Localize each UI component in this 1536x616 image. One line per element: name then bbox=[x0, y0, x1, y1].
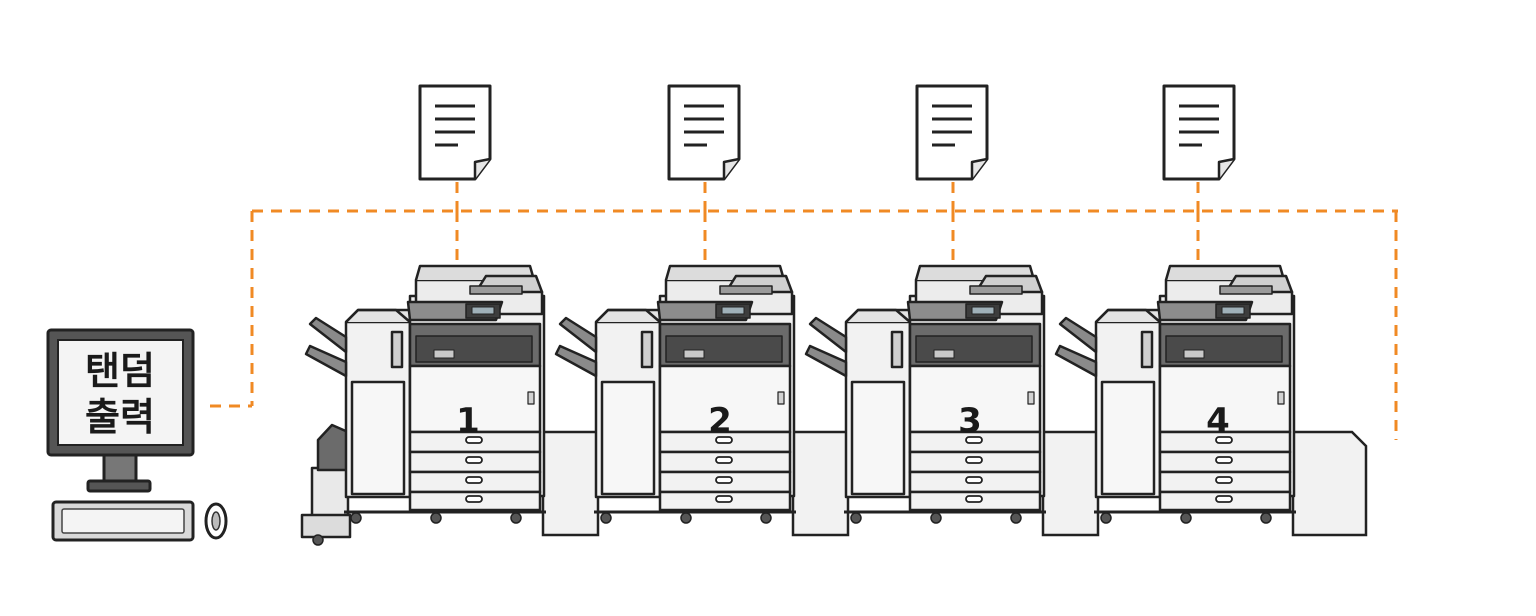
printer-number-3: 3 bbox=[958, 401, 982, 441]
monitor-foot bbox=[86, 479, 152, 493]
printer-number-1: 1 bbox=[456, 401, 480, 441]
printer-2: 2 bbox=[554, 264, 798, 525]
document-icon bbox=[667, 84, 741, 181]
printer-number-2: 2 bbox=[708, 401, 732, 441]
connector-lines bbox=[210, 182, 1398, 440]
monitor-screen bbox=[57, 339, 184, 446]
monitor-text-line2: 출력 bbox=[85, 395, 155, 439]
monitor-neck bbox=[102, 453, 138, 485]
document-icon bbox=[915, 84, 989, 181]
document-icon bbox=[1162, 84, 1236, 181]
keyboard-keys bbox=[61, 508, 185, 534]
printer-4: 4 bbox=[1054, 264, 1298, 525]
paper-deck-2 bbox=[791, 430, 850, 537]
paper-deck-3 bbox=[1041, 430, 1100, 537]
paper-deck-1 bbox=[541, 430, 600, 537]
printer-number-4: 4 bbox=[1206, 401, 1230, 441]
printer-1: 1 bbox=[304, 264, 548, 525]
document-icons bbox=[418, 84, 1236, 181]
document-icon bbox=[418, 84, 492, 181]
printer-1-feeder-attachment bbox=[300, 423, 352, 546]
printer-3: 3 bbox=[804, 264, 1048, 525]
desktop-computer-icon: 탠덤 출력 bbox=[46, 328, 228, 542]
paper-deck-4 bbox=[1291, 430, 1368, 537]
monitor-text-line1: 탠덤 bbox=[85, 349, 155, 393]
mouse-wheel bbox=[211, 511, 221, 531]
